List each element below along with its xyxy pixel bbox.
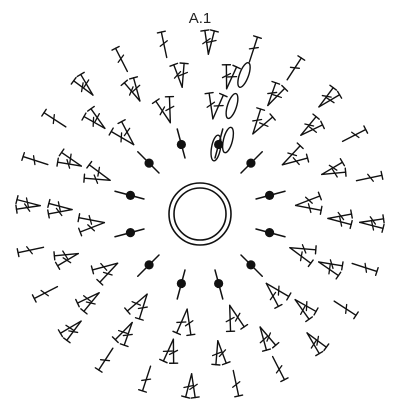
double-crochet-v-icon [83, 160, 111, 184]
slip-stitch-icon [214, 269, 224, 300]
slip-stitch-icon [114, 190, 145, 200]
double-crochet-v-icon [15, 195, 41, 214]
double-crochet-v-icon [248, 35, 262, 63]
double-crochet-v-icon [120, 76, 141, 102]
double-crochet-v-icon [289, 244, 317, 268]
double-crochet-v-icon [355, 170, 384, 182]
double-crochet-v-icon [181, 373, 200, 399]
double-crochet-v-icon [16, 246, 45, 258]
double-crochet-v-icon [341, 125, 369, 143]
double-crochet-v-icon [306, 332, 330, 357]
double-crochet-v-icon [57, 320, 82, 344]
chain-loop-icon [221, 126, 235, 154]
double-crochet-v-icon [359, 214, 385, 233]
double-crochet-v-icon [111, 45, 129, 73]
double-crochet-v-icon [259, 326, 280, 352]
double-crochet-v-icon [351, 262, 379, 276]
chain-loop-icon [210, 134, 222, 162]
double-crochet-v-icon [81, 105, 106, 130]
double-crochet-v-icon [47, 198, 73, 219]
double-crochet-v-icon [252, 107, 276, 135]
double-crochet-v-icon [200, 29, 219, 55]
double-crochet-v-icon [232, 369, 244, 398]
double-crochet-v-icon [138, 365, 152, 393]
double-crochet-v-icon [300, 113, 325, 136]
slip-stitch-icon [137, 151, 160, 174]
double-crochet-v-icon [31, 285, 59, 303]
chain-loop-icon [237, 61, 251, 89]
double-crochet-v-icon [90, 262, 119, 286]
double-crochet-v-icon [41, 108, 67, 128]
double-crochet-v-icon [211, 340, 231, 366]
double-crochet-v-icon [204, 91, 228, 120]
double-crochet-v-icon [111, 321, 133, 348]
double-crochet-v-icon [317, 259, 344, 280]
double-crochet-v-icon [267, 80, 289, 107]
slip-stitch-icon [137, 254, 160, 277]
chain-loop-icon [225, 92, 239, 120]
double-crochet-v-icon [151, 95, 175, 124]
double-crochet-v-icon [294, 298, 319, 323]
double-crochet-v-icon [225, 304, 249, 333]
double-crochet-v-icon [286, 55, 306, 81]
slip-stitch-icon [255, 190, 286, 200]
double-crochet-v-icon [321, 158, 347, 178]
double-crochet-v-icon [271, 355, 289, 383]
double-crochet-v-icon [265, 282, 292, 309]
double-crochet-v-icon [108, 119, 135, 146]
double-crochet-v-icon [21, 152, 49, 166]
magic-ring-icon [168, 182, 232, 246]
double-crochet-v-icon [169, 62, 189, 88]
slip-stitch-icon [114, 228, 145, 238]
slip-stitch-icon [255, 228, 286, 238]
double-crochet-v-icon [94, 347, 114, 373]
double-crochet-v-icon [124, 293, 148, 321]
double-crochet-v-icon [281, 142, 310, 166]
double-crochet-v-icon [221, 64, 241, 90]
double-crochet-v-icon [56, 148, 83, 169]
double-crochet-v-icon [294, 191, 323, 215]
double-crochet-v-icon [327, 209, 353, 230]
double-crochet-v-icon [53, 250, 79, 270]
slip-stitch-icon [176, 269, 186, 300]
double-crochet-v-icon [172, 308, 196, 337]
double-crochet-v-icon [159, 338, 179, 364]
double-crochet-v-icon [70, 71, 94, 96]
diagram-title: A.1 [188, 10, 212, 27]
double-crochet-v-icon [156, 30, 168, 59]
slip-stitch-icon [240, 151, 263, 174]
slip-stitch-icon [176, 128, 186, 159]
double-crochet-v-icon [77, 213, 106, 237]
double-crochet-v-icon [318, 84, 343, 108]
double-crochet-v-icon [75, 292, 100, 315]
double-crochet-v-icon [333, 300, 359, 320]
slip-stitch-icon [240, 254, 263, 277]
